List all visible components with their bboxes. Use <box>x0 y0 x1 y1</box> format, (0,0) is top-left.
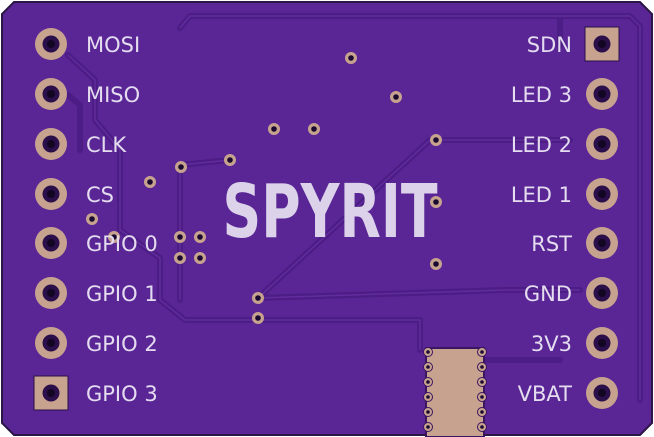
left-pin-label: GPIO 0 <box>86 232 158 256</box>
right-pin-pad <box>586 178 618 210</box>
left-pin-label: MISO <box>86 83 140 107</box>
left-header: MOSI MISO CLK CS GPIO 0 GPIO 1 GPIO 2 GPIO 3 <box>33 28 158 411</box>
chip-pad <box>423 422 433 432</box>
left-pin-pad <box>35 227 67 259</box>
right-pin-pad <box>586 377 618 409</box>
chip-pad <box>423 392 433 402</box>
via <box>144 176 156 188</box>
left-pin-pad <box>33 375 69 411</box>
chip-footprint <box>423 347 487 437</box>
left-pin-pad <box>35 128 67 160</box>
right-pin-label: VBAT <box>518 382 573 406</box>
chip-pad <box>477 422 487 432</box>
chip-pad <box>477 347 487 357</box>
via <box>268 123 280 135</box>
left-pin-pad <box>35 178 67 210</box>
via <box>430 196 442 208</box>
via <box>194 252 206 264</box>
via <box>174 231 186 243</box>
left-pin-label: GPIO 3 <box>86 382 158 406</box>
right-pin-pad <box>586 227 618 259</box>
left-pin-label: CS <box>86 183 114 207</box>
left-pin-label: GPIO 2 <box>86 332 158 356</box>
right-pin-label: 3V3 <box>531 332 572 356</box>
via <box>194 231 206 243</box>
left-pin-pad <box>35 78 67 110</box>
via <box>252 312 264 324</box>
right-pin-label: SDN <box>527 33 572 57</box>
chip-pad <box>423 347 433 357</box>
chip-pad <box>477 392 487 402</box>
chip-pad <box>423 407 433 417</box>
via <box>174 252 186 264</box>
right-pin-pad <box>584 26 620 62</box>
via <box>86 213 98 225</box>
left-pin-label: MOSI <box>86 33 140 57</box>
vias <box>86 52 442 324</box>
via <box>430 258 442 270</box>
left-pin-pad <box>35 327 67 359</box>
via <box>390 91 402 103</box>
right-pin-label: GND <box>524 282 572 306</box>
right-pin-label: RST <box>531 232 572 256</box>
right-pin-pad <box>586 277 618 309</box>
left-pin-pad <box>35 277 67 309</box>
via <box>224 154 236 166</box>
chip-pad <box>477 362 487 372</box>
via <box>345 52 357 64</box>
right-pin-pad <box>586 128 618 160</box>
left-pin-label: CLK <box>86 133 127 157</box>
chip-pad <box>477 377 487 387</box>
via <box>108 231 120 243</box>
chip-pad <box>423 377 433 387</box>
chip-pad <box>423 362 433 372</box>
right-pin-pad <box>586 78 618 110</box>
right-pin-label: LED 2 <box>511 133 572 157</box>
via <box>430 134 442 146</box>
chip-pad <box>477 407 487 417</box>
via <box>252 292 264 304</box>
via <box>308 123 320 135</box>
board-logo: SPYRIT <box>223 169 438 255</box>
right-pin-label: LED 3 <box>511 83 572 107</box>
via <box>175 161 187 173</box>
left-pin-pad <box>35 28 67 60</box>
left-pin-label: GPIO 1 <box>86 282 158 306</box>
right-pin-pad <box>586 327 618 359</box>
right-pin-label: LED 1 <box>511 183 572 207</box>
